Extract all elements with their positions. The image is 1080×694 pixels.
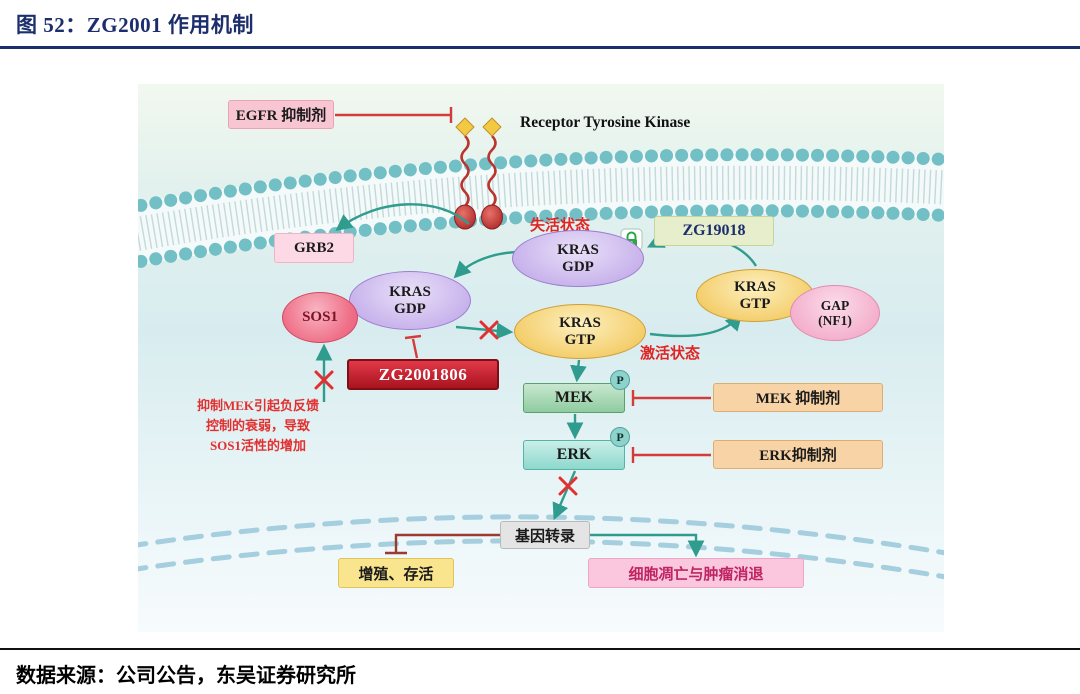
mek-box: MEK xyxy=(523,383,625,413)
gene-transcription-box: 基因转录 xyxy=(500,521,590,549)
feedback-note-line1: 抑制MEK引起负反馈 xyxy=(196,398,320,413)
mek-inhibitor-box: MEK 抑制剂 xyxy=(713,383,883,412)
blocked-x-marks xyxy=(314,320,578,496)
sos1-ellipse: SOS1 xyxy=(282,292,358,343)
mek-phospho-badge: P xyxy=(610,370,630,390)
grb2-box: GRB2 xyxy=(274,233,354,263)
kras-gdp-inactive: KRAS GDP xyxy=(512,230,644,287)
erk-box: ERK xyxy=(523,440,625,470)
data-source: 数据来源：公司公告，东吴证券研究所 xyxy=(16,665,356,687)
title-divider xyxy=(0,46,1080,49)
apoptosis-box: 细胞凋亡与肿瘤消退 xyxy=(588,558,804,588)
feedback-note-line2: 控制的衰弱，导致 xyxy=(205,418,310,434)
rtk-label: Receptor Tyrosine Kinase xyxy=(520,114,691,131)
diagram-canvas xyxy=(138,84,944,632)
gdp-label: GDP xyxy=(562,258,594,275)
zg2001806-box: ZG2001806 xyxy=(347,359,499,390)
transcription-block-line xyxy=(385,533,500,555)
nf1-label: (NF1) xyxy=(818,313,852,328)
gtp-label: GTP xyxy=(564,331,596,348)
kras-label: KRAS xyxy=(559,314,601,331)
gap-label: GAP xyxy=(820,297,850,313)
erk-phospho-badge: P xyxy=(610,427,630,447)
egfr-inhibitor-box: EGFR 抑制剂 xyxy=(228,100,334,129)
kras-label: KRAS xyxy=(734,278,776,295)
signal-arrows xyxy=(315,203,758,558)
active-state-label: 激活状态 xyxy=(640,346,701,362)
kras-gtp-active: KRAS GTP xyxy=(514,304,646,359)
feedback-note-line3: SOS1活性的增加 xyxy=(209,438,307,454)
kras-gdp-complex: KRAS GDP xyxy=(349,271,471,330)
figure-title: 图 52：ZG2001 作用机制 xyxy=(16,13,254,37)
gtp-label: GTP xyxy=(739,295,771,312)
gdp-label: GDP xyxy=(394,300,426,317)
inhibition-lines xyxy=(335,107,711,463)
erk-inhibitor-box: ERK抑制剂 xyxy=(713,440,883,469)
nuclear-membrane xyxy=(138,514,944,580)
footer-divider xyxy=(0,648,1080,650)
zg19018-box: ZG19018 xyxy=(654,216,774,246)
mechanism-diagram: EGFR 抑制剂 Receptor Tyrosine Kinase 失活状态 Z… xyxy=(138,84,944,632)
gap-nf1-ellipse: GAP (NF1) xyxy=(790,285,880,341)
proliferation-box: 增殖、存活 xyxy=(338,558,454,588)
receptor-icon xyxy=(454,117,503,230)
feedback-note: 抑制MEK引起负反馈 控制的衰弱，导致 SOS1活性的增加 xyxy=(174,396,342,456)
kras-label: KRAS xyxy=(557,241,599,258)
cell-membrane xyxy=(138,148,944,269)
kras-label: KRAS xyxy=(389,283,431,300)
